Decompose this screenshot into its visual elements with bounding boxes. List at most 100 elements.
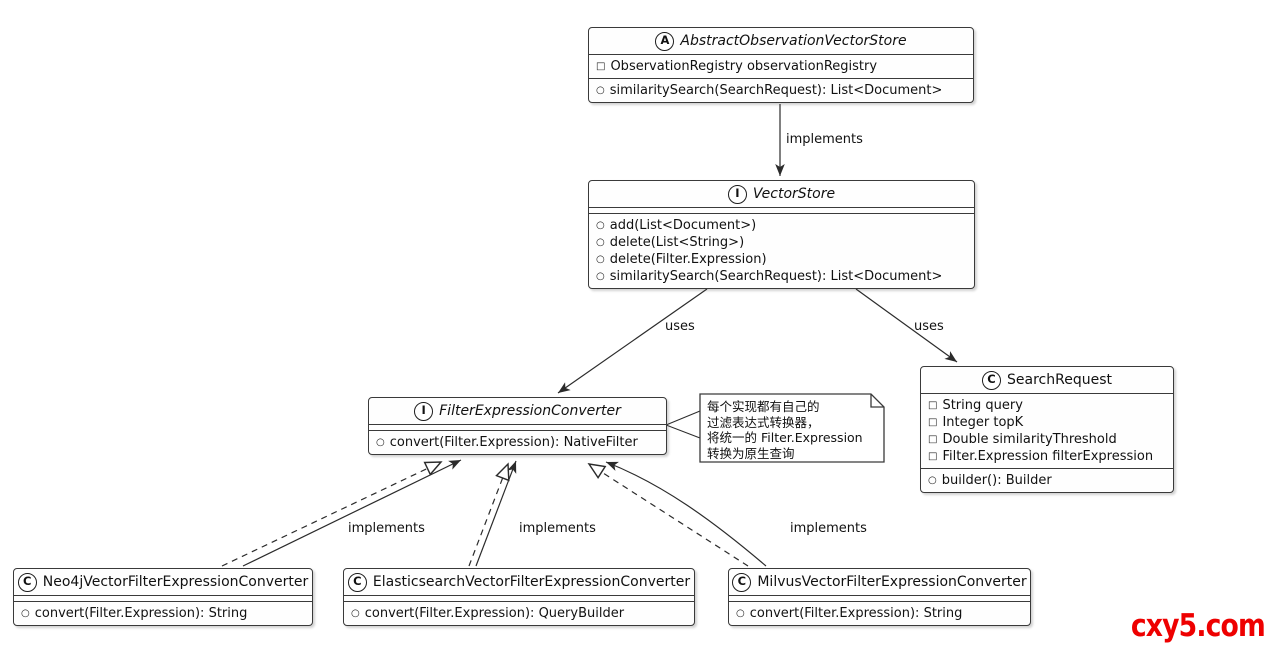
method-icon: ○ [596, 237, 605, 248]
edge-label-implements-milvus: implements [790, 521, 867, 536]
method-text: convert(Filter.Expression): String [749, 606, 963, 621]
method-text: similaritySearch(SearchRequest): List<Do… [609, 269, 943, 284]
class-badge-icon: C [17, 572, 37, 592]
note-shape [699, 393, 885, 463]
method-row: ○ builder(): Builder [928, 472, 1166, 489]
methods-compartment: ○ similaritySearch(SearchRequest): List<… [589, 78, 973, 102]
method-row: ○ add(List<Document>) [596, 217, 967, 234]
edge-label-uses-left: uses [665, 319, 695, 334]
class-title: C SearchRequest [921, 367, 1173, 393]
empty-fields-compartment [344, 595, 694, 601]
field-text: String query [942, 398, 1023, 413]
method-icon: ○ [596, 271, 605, 282]
edge-milvus-realizes-filterconverter [587, 463, 749, 567]
method-text: delete(List<String>) [609, 235, 745, 250]
class-box-search-request: C SearchRequest □ String query □ Integer… [920, 366, 1174, 493]
class-box-neo4j-converter: C Neo4jVectorFilterExpressionConverter ○… [13, 568, 313, 626]
methods-compartment: ○ add(List<Document>) ○ delete(List<Stri… [589, 213, 974, 288]
field-row: □ String query [928, 397, 1166, 414]
class-name: SearchRequest [1007, 372, 1112, 388]
class-title: I FilterExpressionConverter [369, 398, 666, 424]
methods-compartment: ○ builder(): Builder [921, 468, 1173, 492]
method-row: ○ convert(Filter.Expression): String [21, 605, 305, 622]
field-text: ObservationRegistry observationRegistry [610, 59, 878, 74]
edge-label-implements-neo4j: implements [348, 521, 425, 536]
method-icon: ○ [928, 475, 937, 486]
method-row: ○ convert(Filter.Expression): String [736, 605, 1023, 622]
method-icon: ○ [596, 85, 605, 96]
note-line: 过滤表达式转换器， [707, 414, 820, 430]
interface-badge-icon: I [727, 184, 747, 204]
class-name: FilterExpressionConverter [439, 403, 621, 419]
method-icon: ○ [376, 437, 385, 448]
empty-fields-compartment [369, 424, 666, 430]
edge-elasticsearch-realizes-filterconverter [468, 462, 510, 567]
edge-label-implements-elasticsearch: implements [519, 521, 596, 536]
class-badge-icon: C [732, 572, 752, 592]
field-row: □ Filter.Expression filterExpression [928, 448, 1166, 465]
empty-fields-compartment [14, 595, 312, 601]
methods-compartment: ○ convert(Filter.Expression): String [729, 601, 1030, 625]
note-connector-line [664, 410, 701, 439]
class-badge-icon: C [982, 370, 1002, 390]
field-text: Integer topK [942, 415, 1024, 430]
class-title: A AbstractObservationVectorStore [589, 28, 973, 54]
note-text: 每个实现都有自己的 过滤表达式转换器， 将统一的 Filter.Expressi… [707, 399, 879, 461]
class-box-abstract-observation-vector-store: A AbstractObservationVectorStore □ Obser… [588, 27, 974, 103]
method-icon: ○ [21, 608, 30, 619]
class-title: I VectorStore [589, 181, 974, 207]
method-text: builder(): Builder [941, 473, 1052, 488]
site-watermark: cxy5.com [1130, 608, 1266, 644]
edge-elasticsearch-implements-filterconverter [475, 460, 517, 567]
edge-neo4j-realizes-filterconverter [221, 461, 443, 567]
method-text: convert(Filter.Expression): String [34, 606, 248, 621]
class-name: AbstractObservationVectorStore [680, 33, 907, 49]
field-row: □ ObservationRegistry observationRegistr… [596, 58, 966, 75]
edge-label-uses-right: uses [914, 319, 944, 334]
field-icon: □ [596, 61, 606, 72]
method-text: similaritySearch(SearchRequest): List<Do… [609, 83, 943, 98]
note-line: 转换为原生查询 [707, 445, 795, 461]
method-row: ○ convert(Filter.Expression): QueryBuild… [351, 605, 687, 622]
field-icon: □ [928, 400, 938, 411]
class-box-vector-store: I VectorStore ○ add(List<Document>) ○ de… [588, 180, 975, 289]
method-text: add(List<Document>) [609, 218, 757, 233]
class-title: C Neo4jVectorFilterExpressionConverter [14, 569, 312, 595]
edge-vectorstore-uses-searchrequest [855, 288, 958, 363]
class-box-filter-expression-converter: I FilterExpressionConverter ○ convert(Fi… [368, 397, 667, 455]
empty-fields-compartment [589, 207, 974, 213]
class-name: VectorStore [752, 186, 836, 202]
method-icon: ○ [736, 608, 745, 619]
field-icon: □ [928, 417, 938, 428]
field-row: □ Integer topK [928, 414, 1166, 431]
class-box-milvus-converter: C MilvusVectorFilterExpressionConverter … [728, 568, 1031, 626]
edge-vectorstore-uses-filterconverter [557, 288, 708, 394]
edge-neo4j-implements-filterconverter [242, 459, 462, 567]
field-text: Double similarityThreshold [942, 432, 1117, 447]
class-title: C MilvusVectorFilterExpressionConverter [729, 569, 1030, 595]
empty-fields-compartment [729, 595, 1030, 601]
method-icon: ○ [596, 254, 605, 265]
note-line: 每个实现都有自己的 [707, 399, 820, 414]
note-fold-icon [870, 394, 884, 408]
method-row: ○ similaritySearch(SearchRequest): List<… [596, 268, 967, 285]
method-text: delete(Filter.Expression) [609, 252, 767, 267]
methods-compartment: ○ convert(Filter.Expression): String [14, 601, 312, 625]
method-icon: ○ [596, 220, 605, 231]
methods-compartment: ○ convert(Filter.Expression): NativeFilt… [369, 430, 666, 454]
abstract-badge-icon: A [655, 31, 675, 51]
methods-compartment: ○ convert(Filter.Expression): QueryBuild… [344, 601, 694, 625]
fields-compartment: □ String query □ Integer topK □ Double s… [921, 393, 1173, 468]
method-text: convert(Filter.Expression): NativeFilter [389, 435, 638, 450]
fields-compartment: □ ObservationRegistry observationRegistr… [589, 54, 973, 78]
class-title: C ElasticsearchVectorFilterExpressionCon… [344, 569, 694, 595]
class-name: MilvusVectorFilterExpressionConverter [757, 574, 1027, 590]
note-line: 将统一的 Filter.Expression [707, 430, 863, 445]
method-row: ○ convert(Filter.Expression): NativeFilt… [376, 434, 659, 451]
class-box-elasticsearch-converter: C ElasticsearchVectorFilterExpressionCon… [343, 568, 695, 626]
interface-badge-icon: I [414, 401, 434, 421]
method-row: ○ similaritySearch(SearchRequest): List<… [596, 82, 966, 99]
edge-label-implements-top: implements [786, 132, 863, 147]
